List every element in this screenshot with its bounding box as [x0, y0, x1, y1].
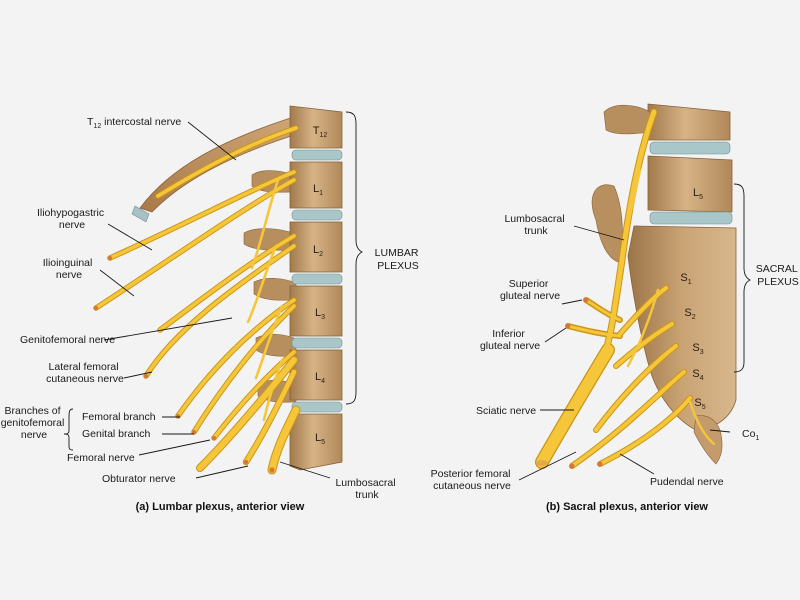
lumbar-nerve-connectors	[246, 178, 284, 422]
sacral-cut-ends	[536, 297, 603, 469]
sacral-plexus-bracket	[733, 183, 752, 373]
vertebra-label-l4: L4	[315, 371, 325, 385]
panel-b-caption: (b) Sacral plexus, anterior view	[546, 501, 708, 513]
pudendal-nerve-label: Pudendal nerve	[650, 476, 724, 488]
rib-cartilage-tip	[131, 205, 150, 223]
t12-intercostal-nerve-label: T12 intercostal nerve	[87, 116, 181, 130]
lateral-femoral-cutaneous-nerve-label: Lateral femoral cutaneous nerve	[46, 361, 124, 385]
t12-intercostal-nerve-path	[156, 126, 298, 198]
upper-vertebra-fragment	[647, 103, 731, 141]
vertebra-label-l2: L2	[313, 244, 323, 258]
sacral-label-s1: S1	[680, 272, 691, 286]
panel-a-caption: (a) Lumbar plexus, anterior view	[136, 501, 305, 513]
sciatic-nerve-path	[536, 344, 614, 468]
posterior-femoral-cutaneous-nerve-path	[570, 370, 686, 468]
vertebra-label-l3: L3	[315, 307, 325, 321]
sacral-label-s3: S3	[692, 342, 703, 356]
sacral-plexus-panel: L5 S1 S2 S3 S4 S5	[431, 103, 800, 513]
sciatic-nerve-label: Sciatic nerve	[476, 405, 536, 417]
lumbosacral-trunk-path	[268, 406, 300, 474]
vertebra-label-l1: L1	[313, 183, 323, 197]
pudendal-nerve-path	[598, 396, 692, 466]
genital-branch-path	[192, 304, 296, 434]
s3-root-path	[594, 344, 678, 432]
genitofemoral-nerve-label: Genitofemoral nerve	[20, 334, 115, 346]
vertebra-label-l5-b: L5	[693, 187, 703, 201]
s2-root-path	[614, 322, 674, 368]
genitofemoral-nerve-path	[158, 234, 296, 332]
obturator-nerve-label: Obturator nerve	[102, 473, 176, 485]
branches-of-genitofemoral-label: Branches of genitofemoral nerve	[1, 405, 68, 441]
s1-root-path	[618, 286, 668, 336]
inferior-gluteal-nerve-label: Inferior gluteal nerve	[480, 328, 540, 352]
lumbar-plexus-panel: T12 L1 L2 L3 L4 L5	[1, 105, 422, 513]
nerve-cut-ends	[94, 256, 275, 473]
lumbar-vertebral-column	[289, 105, 343, 471]
upper-transverse-process	[603, 104, 651, 135]
obturator-nerve-path	[243, 369, 297, 465]
superior-gluteal-nerve-path	[584, 298, 622, 322]
sacral-ala	[591, 184, 623, 263]
femoral-branch-2-path	[212, 350, 296, 440]
sacral-label-s4: S4	[692, 368, 703, 382]
ilioinguinal-nerve-label: Ilioinguinal nerve	[43, 257, 96, 281]
femoral-nerve-path	[197, 357, 297, 471]
inferior-gluteal-nerve-path	[566, 324, 622, 338]
femoral-branch-label: Femoral branch	[82, 411, 156, 423]
lumbar-plexus-label: LUMBAR PLEXUS	[375, 247, 422, 272]
sacral-leader-lines	[518, 225, 731, 481]
lateral-femoral-cutaneous-nerve-path	[144, 244, 296, 378]
sacral-label-s5: S5	[694, 397, 705, 411]
vertebra-label-t12: T12	[313, 125, 328, 139]
lumbar-plexus-bracket	[345, 111, 364, 405]
posterior-femoral-cutaneous-nerve-label: Posterior femoral cutaneous nerve	[431, 468, 514, 492]
superior-gluteal-nerve-label: Superior gluteal nerve	[500, 278, 560, 302]
vertebra-label-l5: L5	[315, 432, 325, 446]
sacral-label-s2: S2	[684, 307, 695, 321]
sacral-plexus-label: SACRAL PLEXUS	[756, 263, 800, 288]
lumbosacral-trunk-label-b: Lumbosacral trunk	[504, 213, 567, 237]
sacral-nerve-connectors	[620, 168, 716, 446]
coccygeal-label: Co1	[742, 428, 759, 442]
disc-l4-l5	[649, 141, 731, 155]
genital-branch-label: Genital branch	[82, 428, 150, 440]
femoral-nerve-label: Femoral nerve	[67, 452, 135, 464]
lumbar-leader-lines	[63, 121, 331, 479]
l5-vertebra-b	[647, 155, 733, 213]
t12-rib	[139, 114, 305, 213]
disc-l5-s1	[649, 211, 733, 225]
lumbosacral-trunk-label-a: Lumbosacral trunk	[335, 477, 398, 501]
sacrum	[627, 225, 737, 431]
iliohypogastric-nerve-label: Iliohypogastric nerve	[37, 207, 107, 231]
